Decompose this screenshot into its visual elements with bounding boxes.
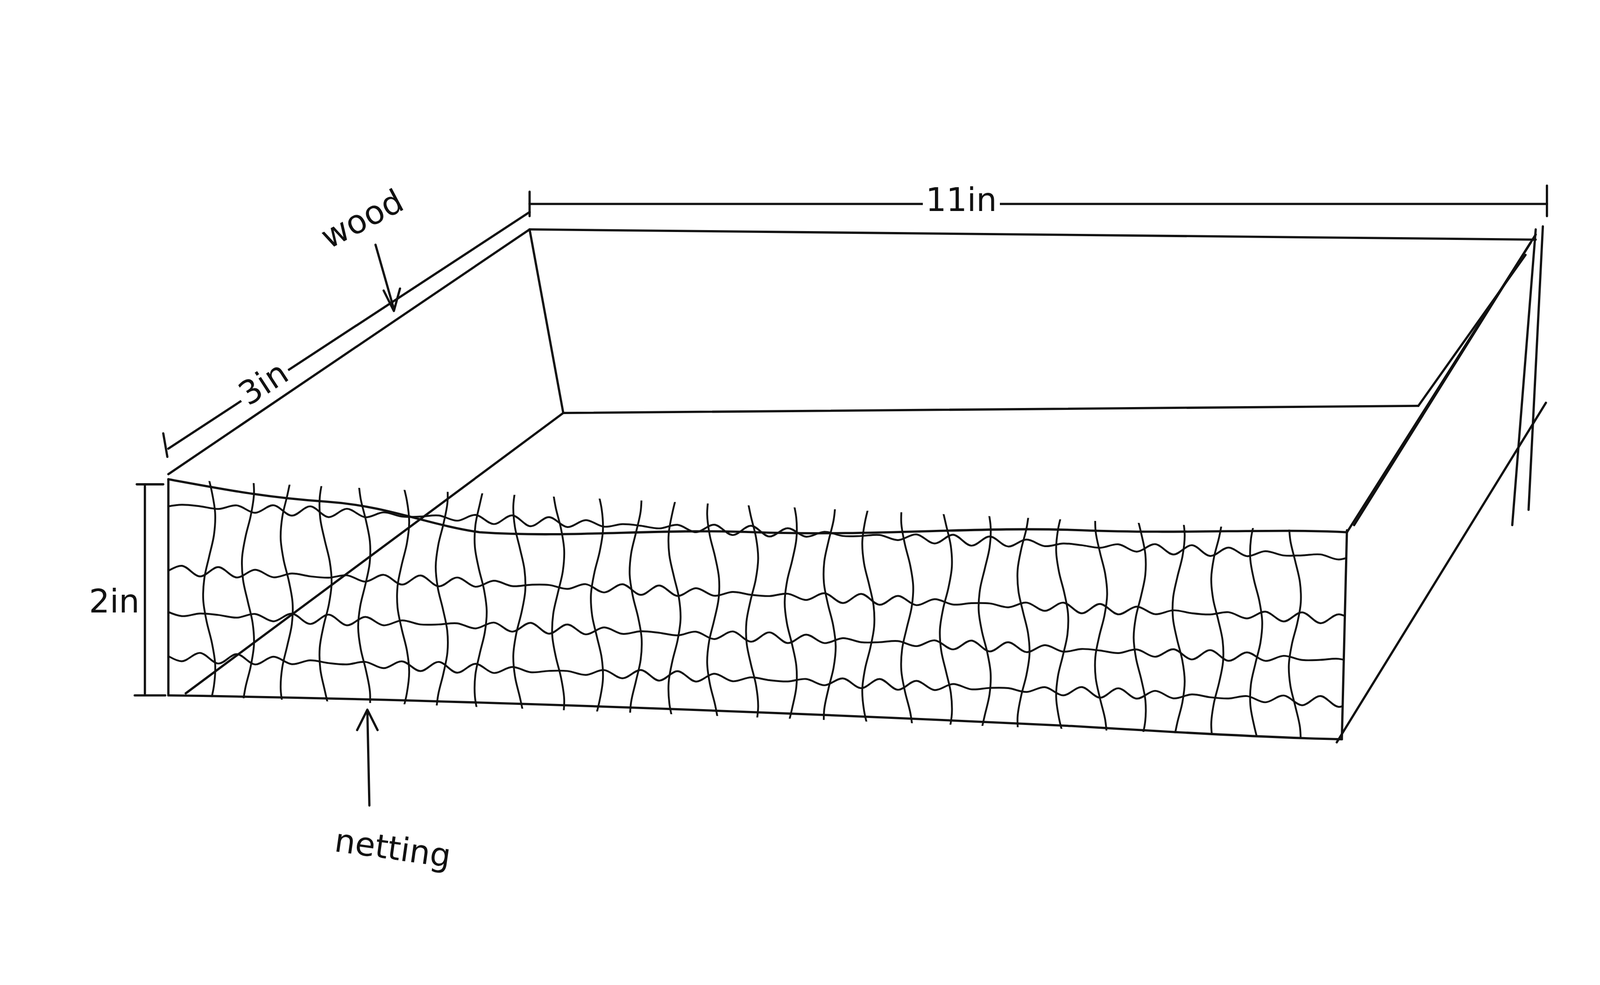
- dimension-tick: [134, 694, 166, 697]
- netting-strand: [552, 486, 565, 721]
- dimension-label: wood: [312, 181, 412, 257]
- netting-strand: [435, 481, 448, 717]
- leader-arrowhead: [357, 709, 378, 731]
- tray-edge: [563, 405, 1419, 413]
- netting-strand: [629, 489, 642, 724]
- netting-strand: [513, 484, 526, 720]
- dimension-label: 2in: [86, 583, 143, 620]
- dimension-line: [143, 484, 147, 696]
- dimension-tick: [136, 483, 164, 486]
- netting-strand: [358, 477, 371, 714]
- netting-strand: [474, 482, 487, 719]
- netting-strand: [590, 488, 603, 723]
- netting-strand: [900, 502, 914, 734]
- leader-arrowhead: [383, 288, 401, 312]
- tray-edge: [167, 479, 170, 696]
- netting-strand: [163, 504, 1358, 560]
- netting-mesh: [163, 470, 1358, 749]
- dimension-tick: [163, 433, 168, 457]
- netting-strand: [978, 505, 991, 737]
- tray-edge: [168, 229, 530, 475]
- netting-strand: [862, 500, 875, 733]
- netting-strand: [1055, 509, 1069, 740]
- netting-strand: [784, 496, 797, 730]
- netting-strand: [1095, 510, 1108, 742]
- tray-edge: [529, 229, 1536, 240]
- netting-strand: [163, 653, 1358, 708]
- tray-edge: [1528, 226, 1544, 510]
- tray-edge: [529, 229, 564, 413]
- leader-line: [367, 710, 370, 806]
- dimension-line: [529, 202, 1547, 206]
- netting-strand: [1133, 512, 1146, 743]
- netting-strand: [1211, 516, 1224, 746]
- netting-strand: [707, 493, 720, 727]
- netting-strand: [241, 472, 255, 710]
- dimension-line: [168, 212, 530, 449]
- leader-line: [375, 244, 394, 310]
- netting-strand: [203, 470, 216, 708]
- netting-strand: [1017, 507, 1030, 739]
- netting-strand: [396, 479, 410, 716]
- tray-edge: [1341, 530, 1347, 740]
- tray-edge: [168, 479, 1348, 535]
- tray-edge: [1512, 229, 1536, 525]
- netting-strand: [823, 498, 836, 731]
- netting-strand: [280, 474, 293, 711]
- dimension-label: 11in: [922, 182, 1000, 219]
- tray-edge: [1418, 254, 1526, 406]
- netting-strand: [319, 475, 332, 713]
- netting-strand: [163, 609, 1358, 665]
- netting-strand: [939, 503, 952, 736]
- dimension-label: 3in: [229, 353, 297, 414]
- tray-edge: [1353, 242, 1531, 526]
- tray-edge: [1346, 234, 1536, 533]
- netting-strand: [745, 495, 758, 729]
- dimension-tick: [1545, 185, 1549, 217]
- dimension-label: netting: [329, 822, 456, 876]
- netting-strand: [1250, 517, 1263, 747]
- netting-strand: [1172, 514, 1185, 744]
- netting-strand: [668, 491, 681, 726]
- tray-edge: [1336, 403, 1546, 743]
- netting-strand: [1288, 519, 1302, 749]
- tray-edge: [168, 695, 1343, 740]
